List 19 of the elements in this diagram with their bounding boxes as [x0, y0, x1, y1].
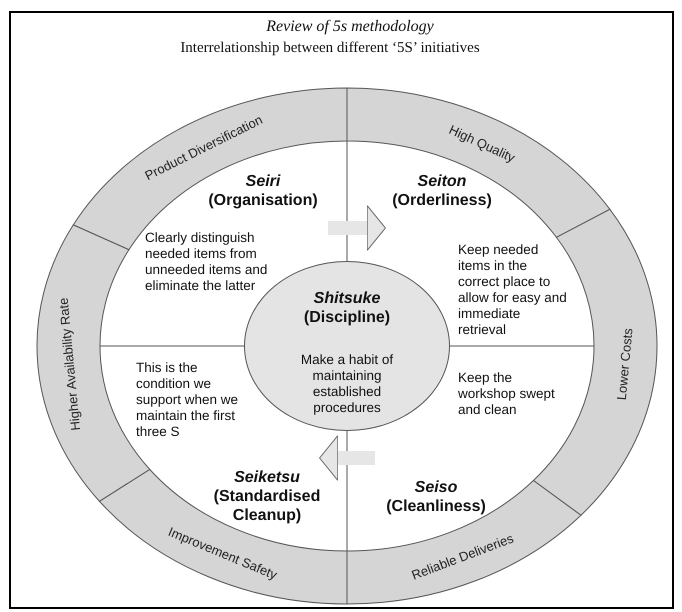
step-description: Clearly distinguish needed items from unneeded items and eliminate the latter — [145, 230, 268, 294]
block-arrow — [328, 205, 386, 251]
segment-label: Lower Costs — [614, 328, 636, 401]
step-description: Keep the workshop swept and clean — [458, 370, 556, 418]
step-heading: Shitsuke (Discipline) — [302, 289, 392, 327]
step-heading: Seiketsu (Standardised Cleanup) — [212, 468, 322, 525]
step-heading: Seiton (Orderliness) — [391, 172, 493, 210]
ring-segment — [346, 480, 582, 604]
page-title: Review of 5s methodology — [265, 18, 435, 36]
step-heading: Seiri (Organisation) — [207, 172, 319, 210]
step-description: Keep needed items in the correct place to allow for easy and immediate retrieval — [458, 242, 568, 338]
figure-caption: Interrelationship between different ‘5S’ initiatives — [179, 40, 481, 57]
segment-label: Higher Availability Rate — [56, 297, 84, 432]
step-description: Make a habit of maintaining established procedures — [300, 352, 394, 416]
step-description: This is the condition we support when we maintain the first three S — [136, 360, 240, 440]
step-heading: Seiso (Cleanliness) — [385, 478, 487, 516]
ring-segment — [98, 468, 348, 604]
ring-segment — [346, 88, 610, 238]
block-arrow — [319, 435, 375, 481]
